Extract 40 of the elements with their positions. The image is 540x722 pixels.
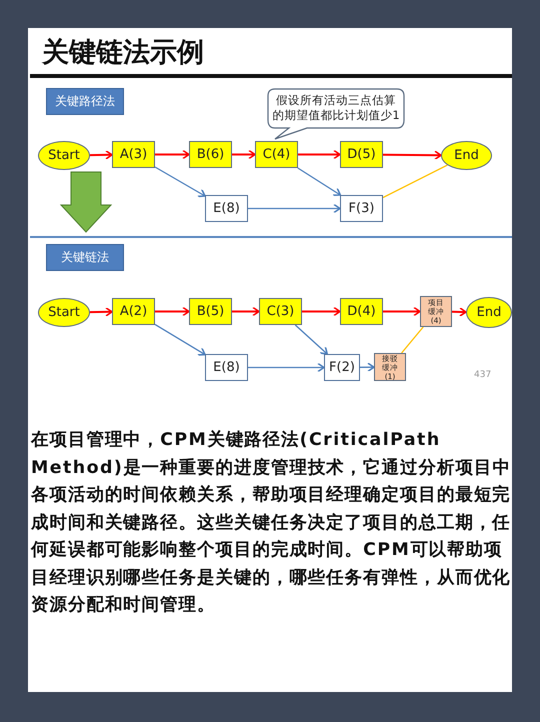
task-box: F(2) — [324, 354, 360, 381]
arrow — [248, 362, 325, 372]
connector-line — [382, 164, 448, 198]
block-arrow — [60, 172, 112, 233]
arrow — [452, 307, 467, 317]
task-box: C(3) — [259, 298, 302, 325]
arrow — [154, 324, 206, 356]
arrow — [155, 150, 190, 160]
arrow — [382, 150, 442, 160]
arrow — [297, 167, 342, 196]
task-box: E(8) — [205, 195, 248, 222]
arrow — [298, 150, 341, 160]
section-tag: 关键链法 — [46, 244, 124, 271]
slide-title: 关键链法示例 — [42, 36, 204, 70]
arrow — [302, 306, 341, 316]
task-box: F(3) — [340, 195, 383, 222]
arrow — [383, 306, 421, 316]
arrow — [294, 324, 328, 355]
task-box: A(2) — [112, 298, 155, 325]
arrow — [90, 307, 113, 317]
task-box: D(4) — [340, 298, 383, 325]
task-box: D(5) — [340, 141, 383, 168]
task-box: A(3) — [112, 141, 155, 168]
arrow — [360, 362, 375, 372]
callout-text: 假设所有活动三点估算的期望值都比计划值少1 — [271, 92, 401, 124]
arrow — [154, 166, 206, 198]
body-paragraph: 在项目管理中，CPM关键路径法(CriticalPath Method)是一种重要的进度管理技术，它通过分析项目中各项活动的时间依赖关系，帮助项目经理确定项目的最短完成时间和关键路径。这些关键任务决定了项目的总工期，任何延误都可能影响整个项目的完成时间。CPM可以帮助项目经理识别哪些任务是关键的，哪些任务有弹性，从而优化资源分配和时间管理。 — [31, 429, 511, 617]
connector-line — [401, 326, 424, 354]
task-box: B(5) — [189, 298, 232, 325]
arrow — [248, 204, 341, 214]
arrow — [232, 150, 256, 160]
task-box: C(4) — [255, 141, 298, 168]
section-tag: 关键路径法 — [46, 88, 124, 115]
arrow — [232, 306, 260, 316]
page-number: 437 — [474, 370, 492, 380]
arrow — [90, 150, 113, 160]
task-box: E(8) — [205, 354, 248, 381]
task-box: B(6) — [189, 141, 232, 168]
arrow — [155, 306, 190, 316]
callout-bubble — [267, 88, 405, 140]
